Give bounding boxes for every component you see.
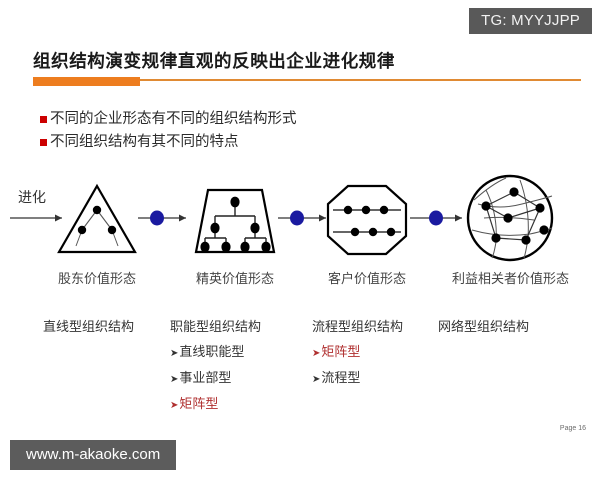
shape-caption-row: 股东价值形态 精英价值形态 客户价值形态 利益相关者价值形态 bbox=[0, 268, 600, 290]
triangle-shape bbox=[57, 183, 137, 254]
list-item-highlighted: ➤ 矩阵型 bbox=[170, 396, 261, 414]
connector-dot bbox=[429, 210, 443, 226]
arrow-bullet-icon: ➤ bbox=[312, 374, 321, 385]
square-bullet-icon bbox=[40, 116, 47, 123]
column-heading: 流程型组织结构 bbox=[312, 319, 404, 334]
tg-watermark-badge: TG: MYYJJPP bbox=[469, 8, 592, 34]
bullet-text: 不同组织结构有其不同的特点 bbox=[50, 134, 239, 150]
square-bullet-icon bbox=[40, 139, 47, 146]
arrow-bullet-icon: ➤ bbox=[170, 348, 179, 359]
list-item-highlighted: ➤ 矩阵型 bbox=[312, 344, 403, 362]
shape-caption-customer: 客户价值形态 bbox=[327, 271, 406, 286]
list-item: ➤ 事业部型 bbox=[170, 370, 261, 388]
column-heading: 网络型组织结构 bbox=[438, 319, 530, 334]
list-item-label: 矩阵型 bbox=[179, 396, 219, 411]
column-network: 网络型组织结构 bbox=[438, 316, 529, 344]
page-title: 组织结构演变规律直观的反映出企业进化规律 bbox=[33, 51, 395, 71]
column-linear: 直线型组织结构 bbox=[43, 316, 134, 344]
octagon-shape bbox=[326, 184, 408, 256]
list-item: 不同的企业形态有不同的组织结构形式 bbox=[40, 110, 297, 129]
bullet-text: 不同的企业形态有不同的组织结构形式 bbox=[50, 111, 297, 127]
page-number-label: Page 16 bbox=[559, 425, 586, 432]
structure-columns: 直线型组织结构 职能型组织结构 ➤ 直线职能型 ➤ 事业部型 ➤ 矩阵型 流程型… bbox=[0, 316, 600, 426]
arrow-bullet-icon: ➤ bbox=[312, 348, 321, 359]
bullet-list: 不同的企业形态有不同的组织结构形式 不同组织结构有其不同的特点 bbox=[40, 110, 297, 156]
connector-dot bbox=[150, 210, 164, 226]
evolution-start-label: 进化 bbox=[18, 191, 46, 206]
connector-dot bbox=[290, 210, 304, 226]
shape-caption-elite: 精英价值形态 bbox=[195, 271, 274, 286]
list-item-label: 矩阵型 bbox=[321, 344, 361, 359]
shape-caption-shareholder: 股东价值形态 bbox=[57, 271, 136, 286]
column-process: 流程型组织结构 ➤ 矩阵型 ➤ 流程型 bbox=[312, 316, 403, 396]
column-heading: 职能型组织结构 bbox=[170, 319, 262, 334]
title-accent-block bbox=[33, 77, 140, 86]
circle-network-shape bbox=[466, 174, 554, 262]
title-underline-rule bbox=[33, 79, 581, 81]
list-item: ➤ 流程型 bbox=[312, 370, 403, 388]
arrow-bullet-icon: ➤ bbox=[170, 400, 179, 411]
list-item: 不同组织结构有其不同的特点 bbox=[40, 133, 297, 152]
list-item-label: 直线职能型 bbox=[179, 344, 245, 359]
column-functional: 职能型组织结构 ➤ 直线职能型 ➤ 事业部型 ➤ 矩阵型 bbox=[170, 316, 261, 422]
evolution-diagram bbox=[0, 160, 600, 295]
column-heading: 直线型组织结构 bbox=[43, 319, 135, 334]
site-watermark-badge: www.m-akaoke.com bbox=[10, 440, 177, 470]
shape-caption-stakeholder: 利益相关者价值形态 bbox=[451, 271, 569, 286]
list-item-label: 流程型 bbox=[321, 370, 361, 385]
list-item: ➤ 直线职能型 bbox=[170, 344, 261, 362]
arrow-bullet-icon: ➤ bbox=[170, 374, 179, 385]
list-item-label: 事业部型 bbox=[179, 370, 232, 385]
trapezoid-shape bbox=[194, 188, 276, 254]
